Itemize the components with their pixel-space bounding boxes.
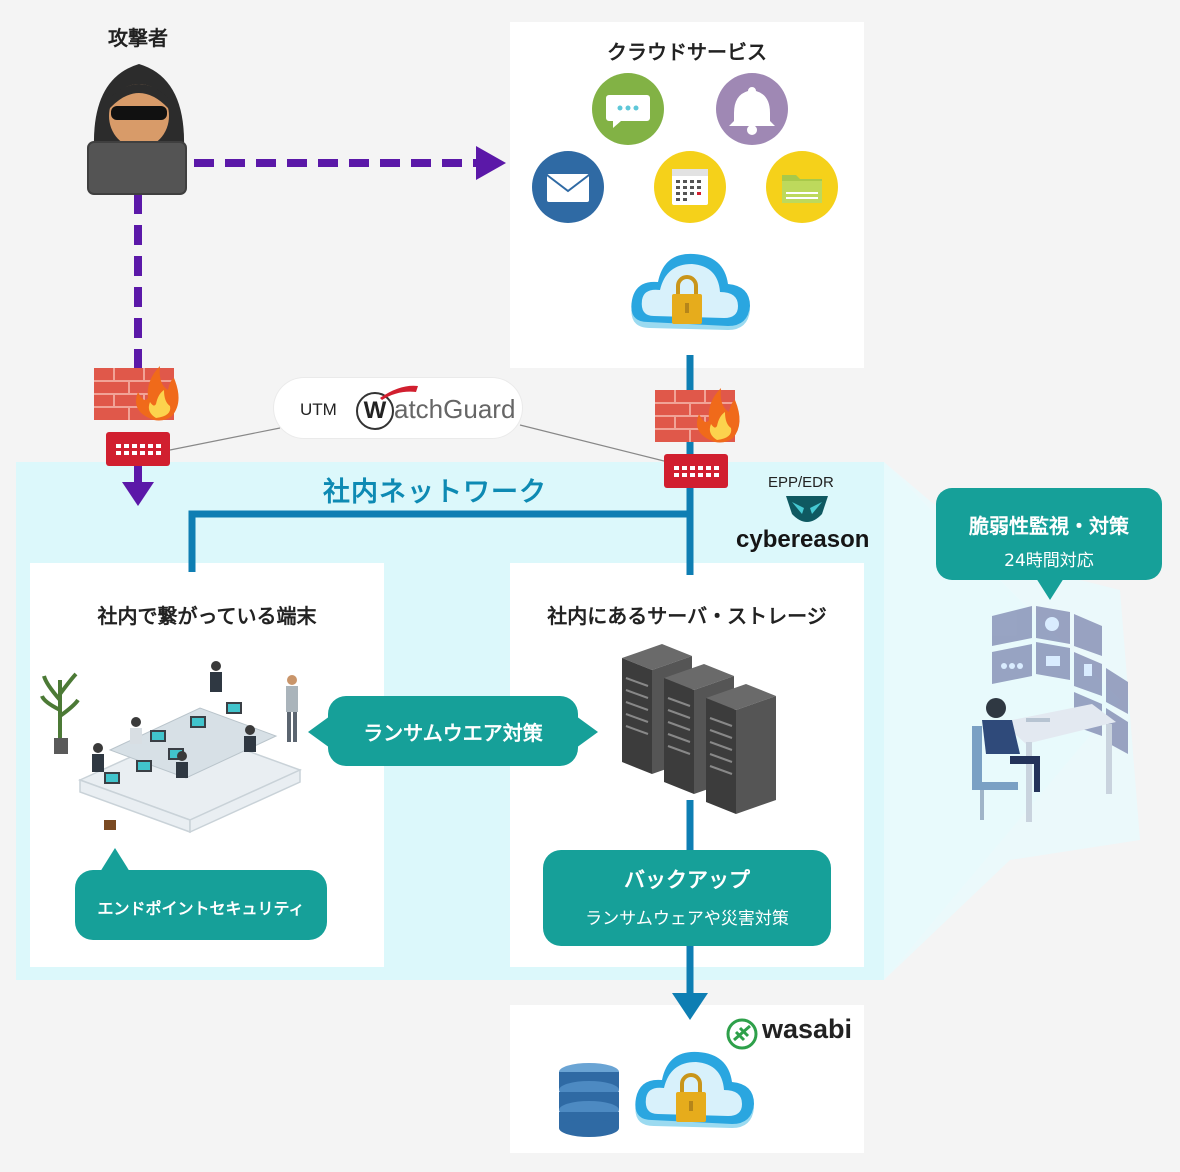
cloud-lock-icon-bottom	[635, 1051, 754, 1128]
server-rack-icon	[622, 644, 776, 814]
cloud-lock-icon-top	[631, 253, 750, 330]
mail-icon	[532, 151, 604, 223]
internal-network-title: 社内ネットワーク	[323, 477, 547, 508]
folder-icon	[766, 151, 838, 223]
endpoint-security-label: エンドポイントセキュリティ	[97, 899, 305, 918]
wasabi-leaf-icon	[726, 1018, 758, 1050]
utm-label: UTM	[300, 400, 337, 419]
ransomware-arrows	[308, 716, 598, 748]
backup-subtitle: ランサムウェアや災害対策	[585, 909, 789, 929]
endpoint-bubble-pointer	[100, 848, 130, 872]
hacker-icon	[87, 64, 187, 195]
backup-title: バックアップ	[624, 868, 750, 892]
office-workers-illustration	[40, 661, 302, 834]
firewall-icon-right	[655, 388, 740, 443]
watchguard-swoosh-icon	[380, 385, 418, 400]
monitoring-bubble-pointer	[1036, 578, 1064, 600]
wasabi-logo: wasabi	[762, 1014, 853, 1044]
database-icon	[559, 1063, 619, 1137]
router-icon-left	[106, 432, 170, 466]
monitoring-box	[936, 488, 1162, 580]
monitoring-operator-illustration	[972, 606, 1128, 822]
monitoring-subtitle: 24時間対応	[1004, 551, 1094, 571]
cybereason-logo: cybereason	[736, 526, 870, 553]
backup-box	[543, 850, 831, 946]
bell-icon	[716, 73, 788, 145]
utm-pill	[274, 378, 522, 438]
calendar-icon	[654, 151, 726, 223]
edr-label: EPP/EDR	[768, 474, 834, 491]
router-icon-right	[664, 454, 728, 488]
cloud-service-title: クラウドサービス	[607, 40, 767, 64]
watchguard-logo-initial: W	[356, 392, 394, 430]
watchguard-logo-text: atchGuard	[394, 394, 516, 424]
cybereason-owl-icon	[786, 496, 828, 522]
server-title: 社内にあるサーバ・ストレージ	[547, 604, 827, 628]
monitoring-title: 脆弱性監視・対策	[969, 514, 1129, 538]
ransomware-box	[328, 696, 578, 766]
firewall-icon-left	[94, 366, 179, 421]
endpoint-security-bubble	[75, 870, 327, 940]
chat-icon	[592, 73, 664, 145]
ransomware-label: ランサムウエア対策	[363, 721, 543, 745]
endpoint-title: 社内で繋がっている端末	[97, 604, 317, 628]
attacker-label: 攻撃者	[108, 26, 168, 50]
